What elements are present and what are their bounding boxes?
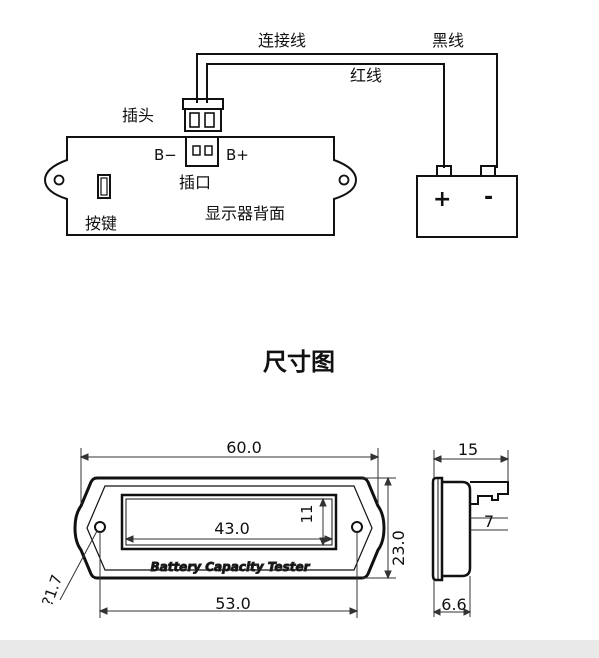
dim-side-depth: 15 bbox=[458, 440, 478, 459]
b-minus-label: B− bbox=[154, 146, 177, 164]
dim-window-width: 43.0 bbox=[214, 519, 250, 538]
side-body bbox=[442, 480, 472, 578]
plug bbox=[182, 98, 224, 110]
battery-minus-label: - bbox=[484, 185, 493, 210]
display-back-label: 显示器背面 bbox=[205, 204, 285, 223]
plug-label: 插头 bbox=[122, 106, 154, 125]
socket-label: 插口 bbox=[179, 173, 211, 192]
wiring-diagram bbox=[43, 53, 518, 238]
battery-minus-terminal bbox=[480, 165, 496, 177]
plug-body bbox=[184, 108, 222, 132]
display-window bbox=[120, 493, 338, 551]
front-bezel bbox=[86, 485, 373, 571]
socket bbox=[185, 136, 219, 167]
front-hole-left bbox=[94, 521, 106, 533]
battery bbox=[416, 175, 518, 238]
red-wire-label: 红线 bbox=[350, 66, 382, 85]
button bbox=[97, 174, 111, 199]
dim-window-height: 11 bbox=[298, 504, 316, 523]
dim-overall-height: 23.0 bbox=[389, 530, 408, 566]
cable-label: 连接线 bbox=[258, 31, 306, 50]
side-view bbox=[431, 476, 509, 582]
mount-hole-left bbox=[53, 174, 65, 186]
battery-plus-terminal bbox=[436, 165, 452, 177]
side-bezel bbox=[431, 476, 444, 582]
dim-side-thickness: 6.6 bbox=[441, 595, 466, 614]
front-hole-right bbox=[351, 521, 363, 533]
dimension-lines bbox=[59, 448, 396, 618]
side-dimension-lines bbox=[432, 450, 510, 617]
dim-side-connector: 7 bbox=[484, 512, 494, 531]
side-connector bbox=[470, 481, 509, 505]
bottom-strip bbox=[0, 640, 599, 658]
battery-plus-label: + bbox=[433, 187, 451, 212]
button-label: 按键 bbox=[85, 214, 117, 233]
dim-overall-width: 60.0 bbox=[226, 438, 262, 457]
display-back-panel bbox=[43, 136, 358, 236]
red-wire bbox=[206, 63, 445, 168]
black-wire bbox=[196, 53, 498, 168]
b-plus-label: B+ bbox=[226, 146, 249, 164]
dim-hole-diameter: ?1.7 bbox=[38, 572, 66, 608]
dimension-title: 尺寸图 bbox=[263, 348, 335, 376]
mount-hole-right bbox=[338, 174, 350, 186]
dim-hole-spacing: 53.0 bbox=[215, 594, 251, 613]
panel-text: Battery Capacity Tester bbox=[150, 560, 310, 574]
black-wire-label: 黑线 bbox=[432, 31, 464, 50]
